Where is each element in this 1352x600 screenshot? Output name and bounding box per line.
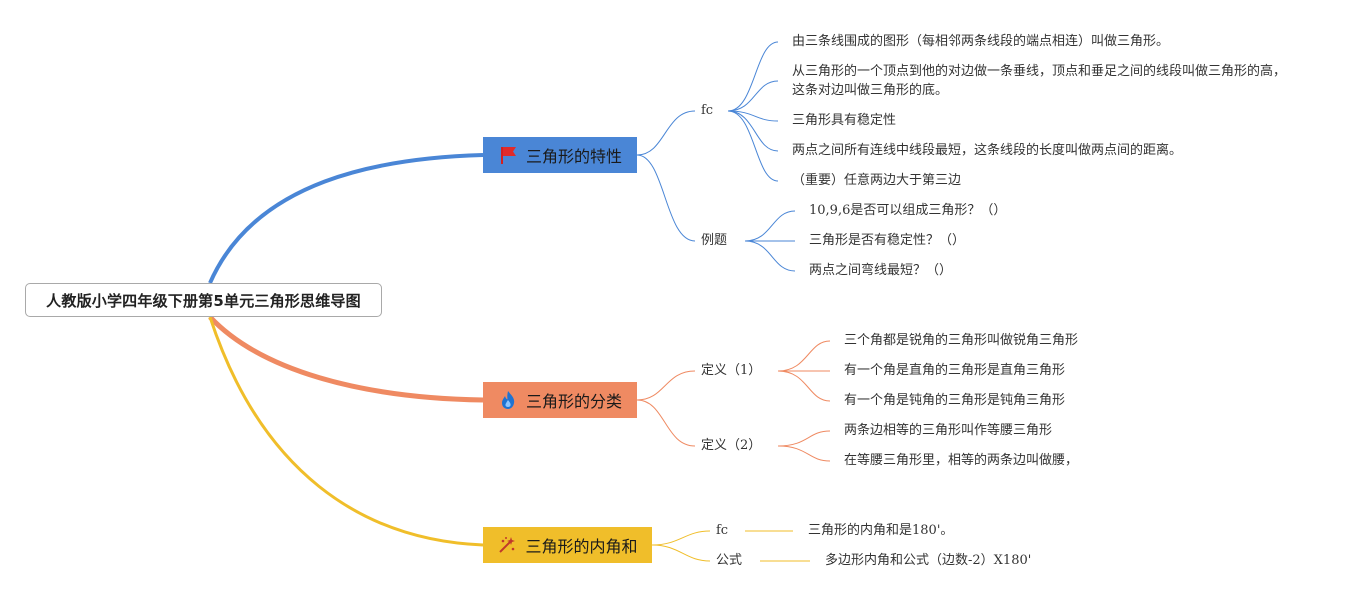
trunk-line-3 bbox=[208, 316, 484, 547]
branch-topic-interior-angles[interactable]: 三角形的内角和 bbox=[483, 527, 652, 563]
subtopic-definition-2[interactable]: 定义（2） bbox=[701, 438, 762, 453]
fire-icon bbox=[498, 390, 518, 410]
subtopic-fc-2[interactable]: fc bbox=[716, 523, 729, 538]
leaf-item[interactable]: 有一个角是直角的三角形是直角三角形 bbox=[844, 363, 1066, 378]
branch-topic-classification[interactable]: 三角形的分类 bbox=[483, 382, 637, 418]
leaf-item[interactable]: 多边形内角和公式（边数-2）X180' bbox=[825, 553, 1032, 568]
subtopic-formula[interactable]: 公式 bbox=[716, 553, 743, 568]
leaf-item[interactable]: 两条边相等的三角形叫作等腰三角形 bbox=[844, 423, 1053, 438]
leaf-item[interactable]: （重要）任意两边大于第三边 bbox=[792, 173, 962, 188]
leaf-item[interactable]: 在等腰三角形里，相等的两条边叫做腰， bbox=[844, 453, 1079, 468]
leaf-item[interactable]: 两点之间弯线最短？（） bbox=[809, 263, 953, 278]
branch-title-1: 三角形的特性 bbox=[525, 147, 622, 166]
leaf-item[interactable]: 三角形是否有稳定性？（） bbox=[809, 233, 966, 248]
leaf-item[interactable]: 从三角形的一个顶点到他的对边做一条垂线，顶点和垂足之间的线段叫做三角形的高，这条… bbox=[792, 64, 1287, 98]
trunk-line-2 bbox=[208, 315, 484, 403]
branch-topic-characteristics[interactable]: 三角形的特性 bbox=[483, 137, 637, 173]
leaf-item[interactable]: 10,9,6是否可以组成三角形？（） bbox=[809, 203, 1007, 218]
leaf-item[interactable]: 三个角都是锐角的三角形叫做锐角三角形 bbox=[844, 333, 1079, 348]
trunk-line-1 bbox=[208, 153, 484, 284]
subtopic-definition-1[interactable]: 定义（1） bbox=[701, 363, 762, 378]
leaf-item[interactable]: 两点之间所有连线中线段最短，这条线段的长度叫做两点间的距离。 bbox=[792, 143, 1183, 158]
root-title: 人教版小学四年级下册第5单元三角形思维导图 bbox=[46, 291, 361, 310]
subtopic-fc-1[interactable]: fc bbox=[701, 103, 714, 118]
leaf-item[interactable]: 有一个角是钝角的三角形是钝角三角形 bbox=[844, 393, 1066, 408]
sparkle-icon bbox=[497, 535, 517, 555]
branch-title-2: 三角形的分类 bbox=[525, 392, 622, 411]
leaf-item[interactable]: 由三条线围成的图形（每相邻两条线段的端点相连）叫做三角形。 bbox=[792, 34, 1170, 49]
subtopic-examples[interactable]: 例题 bbox=[701, 233, 728, 248]
red-flag-icon bbox=[498, 145, 518, 165]
root-topic[interactable]: 人教版小学四年级下册第5单元三角形思维导图 bbox=[25, 283, 382, 317]
branch-title-3: 三角形的内角和 bbox=[525, 537, 638, 556]
leaf-item[interactable]: 三角形具有稳定性 bbox=[792, 113, 897, 128]
leaf-item[interactable]: 三角形的内角和是180'。 bbox=[808, 523, 954, 538]
